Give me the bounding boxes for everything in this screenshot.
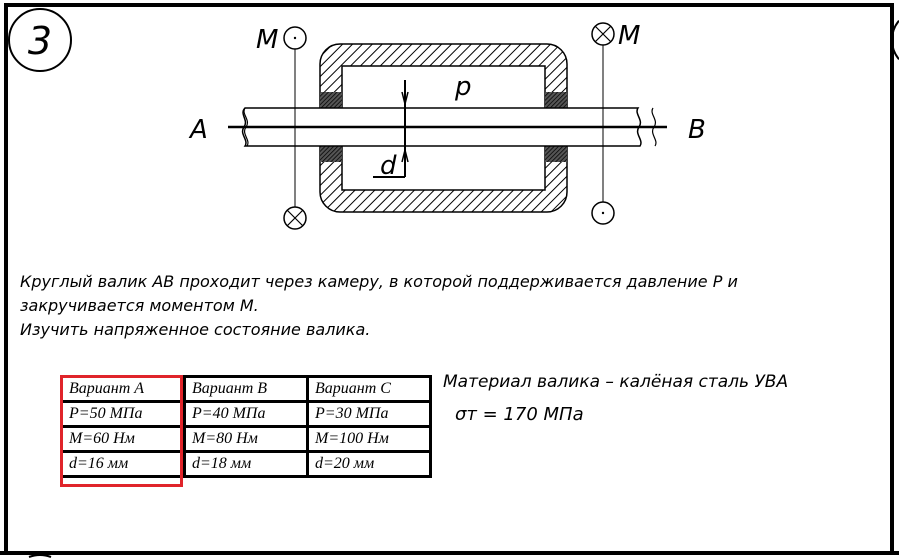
seal: [545, 146, 567, 162]
header-variant-c: Вариант C: [306, 375, 432, 403]
label-a: A: [188, 115, 208, 145]
seal: [545, 92, 567, 108]
arrow-up-icon: [401, 149, 409, 163]
header-variant-a: Вариант А: [60, 375, 186, 403]
page-frame: [0, 3, 899, 558]
label-m-right: M: [618, 21, 640, 51]
problem-number: 3: [28, 19, 52, 63]
header-variant-b: Вариант B: [183, 375, 309, 403]
next-problem-circle-partial: [28, 554, 52, 558]
problem-number-circle: 3: [8, 8, 72, 72]
statement-line-1: Круглый валик AB проходит через камеру, …: [20, 272, 738, 291]
table-cell: P=40 МПа: [183, 400, 309, 428]
material-line-1: Материал валика – калёная сталь УВА: [443, 372, 789, 392]
table-row: d=16 мм d=18 мм d=20 мм: [60, 450, 432, 478]
table-row: M=60 Нм M=80 Нм M=100 Нм: [60, 425, 432, 453]
table-row: P=50 МПа P=40 МПа P=30 МПа: [60, 400, 432, 428]
material-line-2: σт = 170 МПа: [455, 404, 584, 425]
shaft: [228, 107, 667, 147]
seal: [320, 146, 342, 162]
table-header-row: Вариант А Вариант B Вариант C: [60, 375, 432, 403]
table-cell: P=30 МПа: [306, 400, 432, 428]
label-b: B: [688, 115, 706, 145]
statement-line-3: Изучить напряженное состояние валика.: [20, 320, 371, 339]
variant-a-highlight: [60, 375, 183, 487]
next-problem-circle-partial: [890, 20, 899, 60]
table-cell: d=16 мм: [60, 450, 186, 478]
table-cell: P=50 МПа: [60, 400, 186, 428]
label-p: p: [454, 72, 472, 102]
label-d: d: [380, 151, 397, 181]
diameter-dimension: [373, 80, 409, 178]
statement-line-2: закручивается моментом M.: [20, 296, 259, 315]
table-cell: M=80 Нм: [183, 425, 309, 453]
moment-left: [283, 26, 307, 230]
table-cell: d=20 мм: [306, 450, 432, 478]
table-cell: M=60 Нм: [60, 425, 186, 453]
arrow-down-icon: [401, 91, 409, 105]
table-cell: M=100 Нм: [306, 425, 432, 453]
label-m-left: M: [256, 25, 278, 55]
seal: [320, 92, 342, 108]
moment-right: [591, 22, 615, 225]
table-cell: d=18 мм: [183, 450, 309, 478]
variants-table: Вариант А Вариант B Вариант C P=50 МПа P…: [60, 375, 432, 478]
